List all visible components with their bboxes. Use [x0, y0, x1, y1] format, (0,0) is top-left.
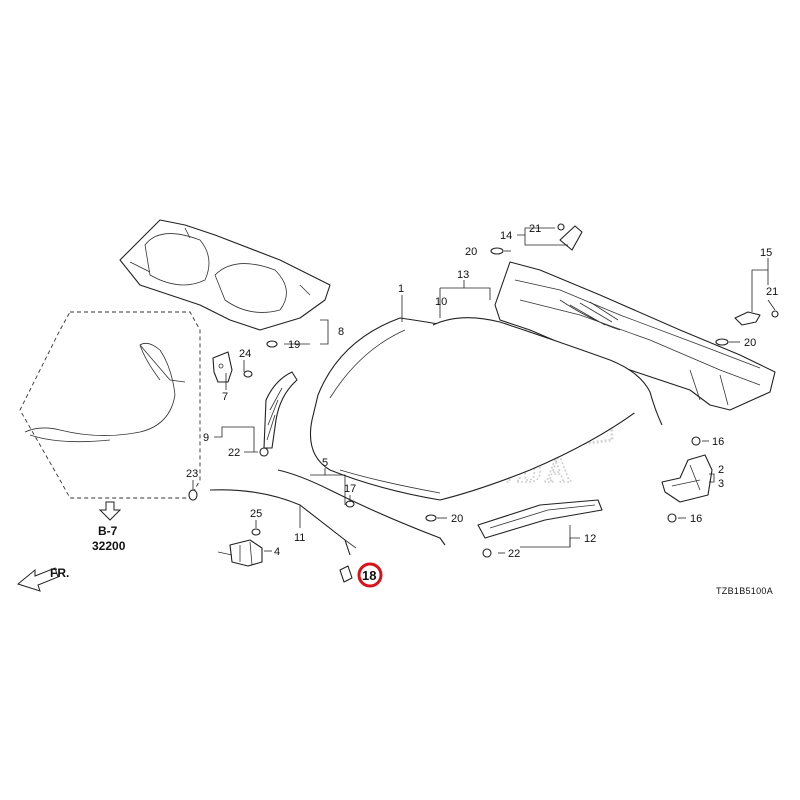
clip-22-right [482, 548, 492, 558]
callout-18: 18 [362, 568, 376, 583]
cowl-seal [432, 317, 663, 426]
clips [188, 223, 779, 583]
clip-20-right [715, 338, 729, 346]
front-direction-label: FR. [50, 566, 69, 580]
callout-16-bottom: 16 [690, 513, 702, 525]
clip-16-top [691, 436, 701, 446]
callout-7: 7 [222, 391, 228, 403]
callout-14: 14 [500, 230, 512, 242]
clip-19 [266, 340, 278, 348]
hood-hinge [661, 454, 713, 503]
clip-22-left [259, 447, 269, 457]
clip-18 [339, 565, 353, 583]
callout-17: 17 [344, 483, 356, 495]
callout-4: 4 [274, 546, 280, 558]
hood-stay-clip [734, 311, 761, 326]
highlighted-part-18: 18 [357, 562, 383, 588]
callout-3: 3 [718, 478, 724, 490]
clip-25 [251, 528, 261, 536]
cowl-side-trim [477, 499, 603, 539]
callout-21-top: 21 [529, 223, 541, 235]
callout-11: 11 [294, 532, 305, 544]
hood-front-seal [263, 371, 298, 449]
diagram-code: TZB1B5100A [716, 586, 773, 596]
callout-10: 10 [435, 296, 447, 308]
clip-21-top [557, 223, 565, 231]
callout-20-top: 20 [465, 246, 477, 258]
callout-25: 25 [250, 508, 262, 520]
hood-insulator [119, 219, 331, 331]
callout-22-right: 22 [508, 548, 520, 560]
clip-20-top [490, 247, 504, 255]
front-direction-arrow: FR. [16, 566, 69, 592]
ref-group: B-7 [98, 524, 118, 538]
cowl-cap [559, 225, 583, 251]
callout-20-center: 20 [451, 513, 463, 525]
callout-13: 13 [457, 269, 469, 281]
clip-24 [243, 370, 253, 378]
hood-cable-box [19, 311, 201, 499]
ref-number: 32200 [92, 539, 126, 553]
clip-16-bottom [667, 513, 677, 523]
cowl-top [494, 261, 776, 411]
callout-21-right: 21 [766, 286, 778, 298]
callout-16-top: 16 [712, 436, 724, 448]
callout-9: 9 [203, 432, 209, 444]
reference-arrow: B-7 32200 [92, 501, 126, 553]
callout-19: 19 [288, 339, 300, 351]
clip-21-right [771, 310, 779, 318]
callout-5: 5 [322, 457, 328, 469]
hood-support-rod [209, 489, 357, 556]
hood-latch-bracket [212, 351, 233, 383]
leader-lines [192, 227, 776, 554]
callout-1: 1 [398, 283, 404, 295]
callout-12: 12 [584, 533, 596, 545]
callout-22-left: 22 [228, 447, 240, 459]
clip-20-center [425, 514, 437, 522]
callout-23: 23 [186, 468, 198, 480]
clip-23 [188, 489, 198, 501]
hood-latch [217, 539, 263, 567]
callouts: 1 2 3 4 5 7 8 9 10 11 12 13 14 15 16 16 … [186, 223, 778, 560]
callout-15: 15 [760, 247, 772, 259]
callout-2: 2 [718, 464, 724, 476]
hood-front-molding [277, 469, 446, 546]
hood-release-cable [24, 342, 186, 443]
callout-8: 8 [338, 326, 344, 338]
callout-24: 24 [239, 348, 251, 360]
callout-20-right: 20 [744, 337, 756, 349]
